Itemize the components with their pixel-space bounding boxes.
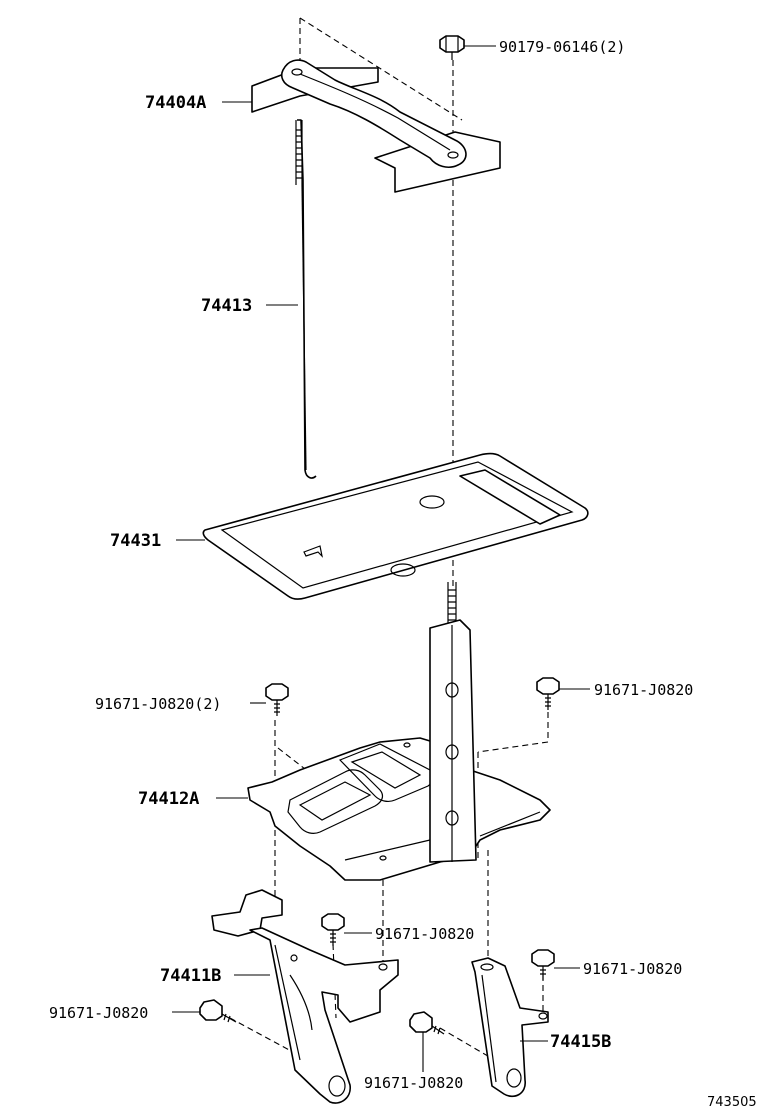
flange-bolt-icon (531, 949, 555, 980)
hex-nut-icon (439, 35, 465, 60)
callout-bolt-mid: 91671-J0820 (375, 925, 474, 943)
left-bracket-icon (211, 889, 399, 1104)
callout-bracket-right: 74415B (550, 1032, 611, 1052)
flange-bolt-icon (409, 1011, 445, 1035)
callout-clamp: 74404A (145, 93, 206, 113)
callout-bolt-left-lower: 91671-J0820 (49, 1004, 148, 1022)
callout-tray: 74431 (110, 531, 161, 551)
callout-bolt-left-upper: 91671-J0820(2) (95, 695, 221, 713)
callout-bolt-bottom: 91671-J0820 (364, 1074, 463, 1092)
callout-nut-top: 90179-06146(2) (499, 38, 625, 56)
callout-carrier: 74412A (138, 789, 199, 809)
flange-bolt-icon (199, 999, 237, 1023)
battery-carrier-icon (247, 619, 551, 881)
flange-bolt-icon (536, 677, 560, 710)
callout-rod: 74413 (201, 296, 252, 316)
callout-bracket-left: 74411B (160, 966, 221, 986)
battery-tray-icon (202, 452, 589, 600)
right-bracket-icon (471, 957, 549, 1098)
leader-lines (172, 45, 590, 1072)
hold-down-rod-icon (295, 119, 317, 479)
callout-bolt-right-lower: 91671-J0820 (583, 960, 682, 978)
flange-bolt-icon (321, 913, 345, 946)
callout-bolt-right-upper: 91671-J0820 (594, 681, 693, 699)
figure-number: 743505 (707, 1095, 757, 1110)
battery-clamp-icon (251, 59, 501, 193)
flange-bolt-icon (265, 683, 289, 716)
